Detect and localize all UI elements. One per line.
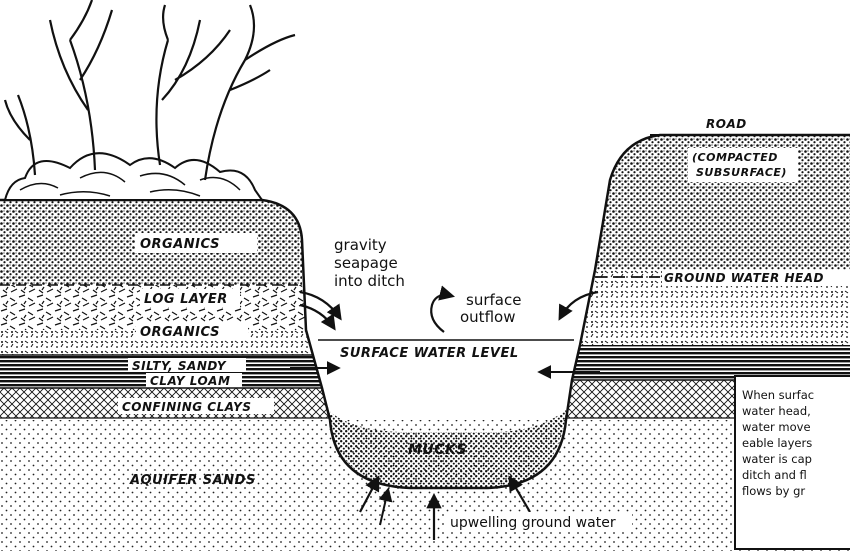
note-line: water move — [742, 419, 850, 435]
label-organics-top: ORGANICS — [140, 237, 220, 252]
label-road: ROAD — [706, 117, 747, 131]
label-compacted-line1: (COMPACTED — [692, 151, 778, 164]
label-log-layer: LOG LAYER — [144, 292, 228, 307]
note-line: water is cap — [742, 451, 850, 467]
label-silty-line1: SILTY, SANDY — [132, 359, 227, 373]
label-silty-line2: CLAY LOAM — [150, 374, 230, 388]
label-gravity-line2: seapage — [334, 254, 398, 272]
note-line: ditch and fl — [742, 467, 850, 483]
note-line: When surfac — [742, 387, 850, 403]
label-upwelling: upwelling ground water — [450, 515, 616, 531]
note-line: flows by gr — [742, 483, 850, 499]
label-confining-clays: CONFINING CLAYS — [122, 400, 252, 414]
label-surface-outflow-line1: surface — [466, 291, 521, 309]
label-surface-water-level: SURFACE WATER LEVEL — [340, 346, 519, 361]
label-surface-outflow-line2: outflow — [460, 308, 515, 326]
bare-trees — [5, 0, 295, 180]
label-gravity-line3: into ditch — [334, 272, 405, 290]
label-mucks: MUCKS — [408, 442, 467, 458]
surface-outflow-arrow — [431, 295, 452, 332]
note-line: eable layers — [742, 435, 850, 451]
label-gravity-line1: gravity — [334, 236, 387, 254]
shrub-foliage — [5, 153, 262, 200]
label-compacted-line2: SUBSURFACE) — [696, 166, 787, 179]
note-line: water head, — [742, 403, 850, 419]
label-aquifer-sands: AQUIFER SANDS — [129, 473, 256, 488]
label-organics-mid: ORGANICS — [140, 325, 220, 340]
label-ground-water-head: GROUND WATER HEAD — [664, 271, 824, 285]
explanation-note-box: When surfac water head, water move eable… — [734, 375, 850, 550]
